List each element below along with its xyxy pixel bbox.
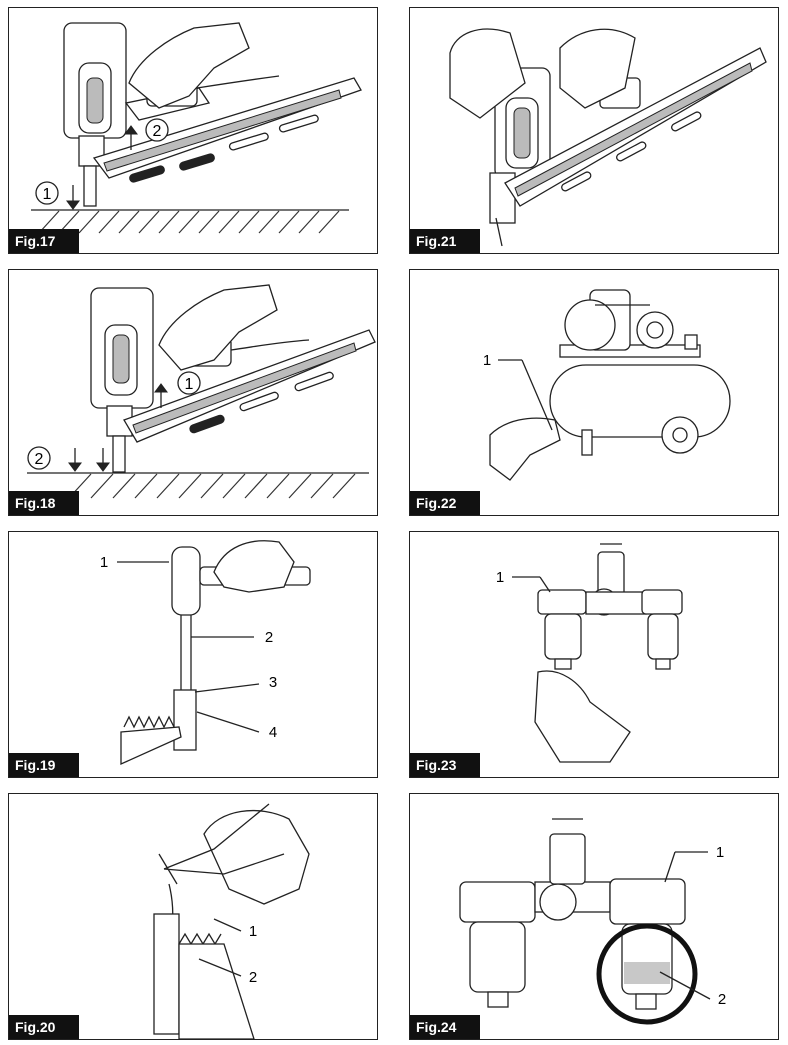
highlight-circle xyxy=(596,923,698,1025)
air-filter-drain-illustration: 1 xyxy=(496,543,683,763)
filter-bowl-water-level-illustration: 1 2 xyxy=(459,818,726,1025)
leader-line xyxy=(659,971,711,1000)
callout-number: 1 xyxy=(100,554,108,571)
callout-number: 2 xyxy=(718,991,726,1008)
air-compressor xyxy=(549,289,731,456)
up-arrow xyxy=(124,125,138,150)
filter-regulator-unit xyxy=(537,543,683,670)
svg-text:2: 2 xyxy=(153,123,162,140)
callout-number: 1 xyxy=(483,352,491,369)
callout-number: 2 xyxy=(265,629,273,646)
nailer-carry-illustration xyxy=(449,28,767,247)
figure-17-panel: 1 2 Fig.17 xyxy=(8,7,378,254)
hand-illustration xyxy=(489,417,561,481)
hand-illustration xyxy=(128,22,250,109)
svg-text:1: 1 xyxy=(43,186,52,203)
callout-number: 3 xyxy=(269,674,277,691)
hand-illustration xyxy=(158,284,278,371)
nailer-tool xyxy=(489,47,767,247)
leader-line xyxy=(213,918,242,932)
left-hand-illustration xyxy=(449,28,526,119)
callout-circle: 2 xyxy=(145,118,169,142)
figure-label: Fig.20 xyxy=(9,1015,79,1039)
up-arrow xyxy=(154,383,168,408)
figure-19-panel: 1 2 3 4 Fig.19 xyxy=(8,531,378,778)
hand-illustration xyxy=(213,540,295,593)
nailer-tool xyxy=(63,22,362,207)
pliers xyxy=(158,803,285,885)
svg-text:1: 1 xyxy=(185,376,194,393)
leader-line xyxy=(194,683,260,693)
right-hand-illustration xyxy=(559,28,636,109)
svg-text:2: 2 xyxy=(35,451,44,468)
pliers-nail-removal-illustration: 1 2 xyxy=(153,803,310,1039)
down-arrow xyxy=(66,185,80,210)
figure-label: Fig.21 xyxy=(410,229,480,253)
callout-number: 4 xyxy=(269,724,277,741)
figure-21-panel: Fig.21 xyxy=(409,7,779,254)
filter-regulator-unit xyxy=(459,818,686,1010)
hand-illustration xyxy=(203,809,310,905)
callout-number: 1 xyxy=(496,569,504,586)
nose-assembly xyxy=(173,689,197,751)
figure-label: Fig.23 xyxy=(410,753,480,777)
ground-hatch xyxy=(38,210,340,234)
callout-number: 1 xyxy=(716,844,724,861)
figure-23-panel: 1 Fig.23 xyxy=(409,531,779,778)
callout-number: 1 xyxy=(249,923,257,940)
down-arrow xyxy=(96,448,110,472)
magazine-teeth xyxy=(120,715,182,766)
ground-hatch xyxy=(68,473,356,499)
nailer-trigger-illustration: 1 2 xyxy=(27,284,376,499)
callout-circle: 2 xyxy=(27,446,51,470)
leader-line xyxy=(198,958,242,977)
figure-20-panel: 1 2 Fig.20 xyxy=(8,793,378,1040)
nailer-press-contact-illustration: 1 2 xyxy=(31,22,362,234)
leader-line xyxy=(196,711,260,733)
hand-illustration xyxy=(534,670,631,763)
figure-22-panel: 1 Fig.22 xyxy=(409,269,779,516)
air-compressor-drain-illustration: 1 xyxy=(483,289,731,481)
figure-label: Fig.19 xyxy=(9,753,79,777)
figure-label: Fig.17 xyxy=(9,229,79,253)
callout-number: 2 xyxy=(249,969,257,986)
figure-24-panel: 1 2 Fig.24 xyxy=(409,793,779,1040)
figure-label: Fig.18 xyxy=(9,491,79,515)
figure-label: Fig.22 xyxy=(410,491,480,515)
magazine-teeth xyxy=(153,913,255,1039)
callout-circle: 1 xyxy=(177,371,201,395)
down-arrow xyxy=(68,448,82,472)
figure-label: Fig.24 xyxy=(410,1015,480,1039)
hammer-driver-blade-illustration: 1 2 3 4 xyxy=(100,540,311,766)
callout-circle: 1 xyxy=(35,181,59,205)
nailer-tool xyxy=(90,287,376,473)
figure-18-panel: 1 2 Fig.18 xyxy=(8,269,378,516)
